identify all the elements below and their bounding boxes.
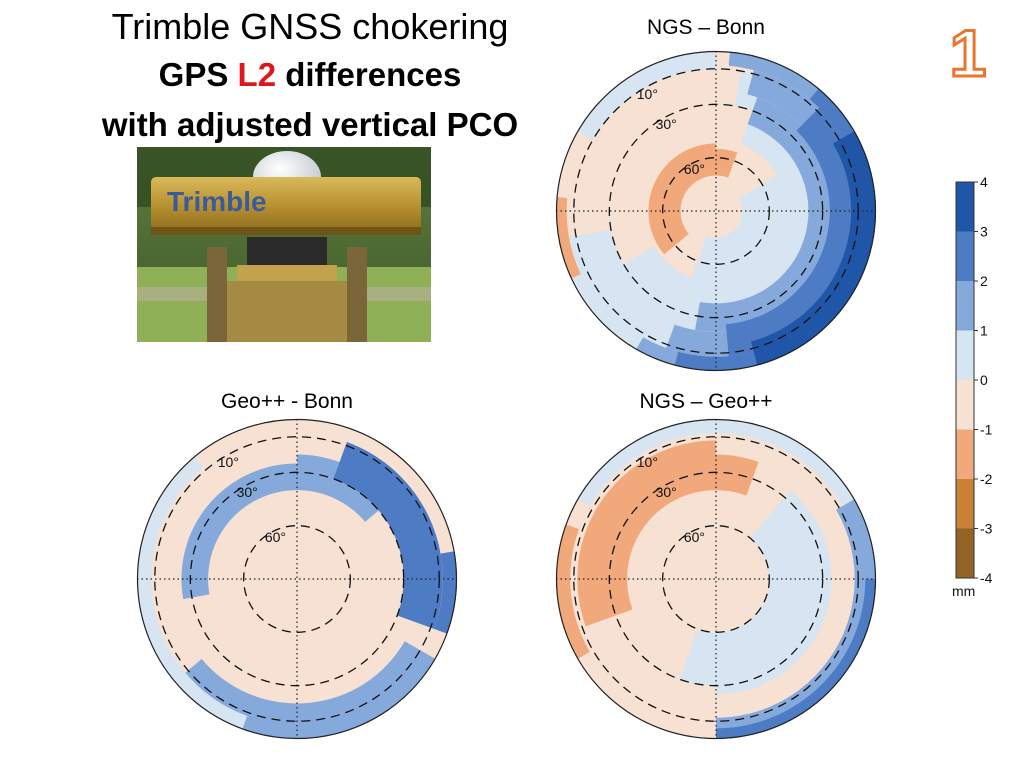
geo-bonn-cell-5 bbox=[433, 551, 457, 634]
colorbar-segment-7 bbox=[956, 528, 974, 578]
trimble-logo-text: Trimble bbox=[167, 186, 267, 217]
ngs-geo-cell-7 bbox=[556, 524, 590, 659]
geo-bonn-ring-60 bbox=[243, 525, 351, 633]
geo-bonn-cell-3 bbox=[297, 454, 393, 522]
ngs-geo-elev-label-10: 10° bbox=[637, 454, 658, 470]
ngs-geo-cell-4 bbox=[558, 597, 716, 739]
colorbar-unit: mm bbox=[952, 583, 975, 599]
title-line-3: with adjusted vertical PCO bbox=[101, 106, 519, 143]
polar-plot-geo-bonn: 10° 30° 60° bbox=[136, 418, 458, 740]
colorbar-tick-label-2: 2 bbox=[980, 273, 988, 289]
colorbar-segment-2 bbox=[956, 281, 974, 331]
ngs-geo-outline bbox=[555, 418, 877, 740]
colorbar-tick-label-4: 0 bbox=[980, 372, 988, 388]
colorbar-segment-0 bbox=[956, 182, 974, 232]
ngs-bonn-cell-5 bbox=[695, 97, 837, 332]
geo-bonn-elev-label-60: 60° bbox=[265, 529, 286, 545]
ngs-bonn-cell-4 bbox=[577, 51, 716, 140]
slide-number-text: 1 bbox=[950, 16, 987, 84]
geo-bonn-elev-label-10: 10° bbox=[218, 454, 239, 470]
colorbar-tick-label-8: -4 bbox=[980, 570, 993, 586]
geo-bonn-outline bbox=[136, 418, 458, 740]
colorbar-tick-label-3: 1 bbox=[980, 323, 988, 339]
geo-bonn-cell-2 bbox=[181, 463, 297, 600]
ngs-bonn-cell-12 bbox=[716, 148, 738, 178]
polar-plot-ngs-bonn: 10° 30° 60° bbox=[555, 50, 877, 372]
ngs-bonn-ring-60 bbox=[662, 157, 770, 265]
geo-bonn-cell-7 bbox=[137, 456, 248, 730]
ngs-bonn-elev-label-60: 60° bbox=[684, 161, 705, 177]
ngs-geo-elev-label-30: 30° bbox=[656, 484, 677, 500]
plot-label-geo-bonn: Geo++ - Bonn bbox=[221, 390, 353, 413]
title-l2-highlight: L2 bbox=[237, 56, 277, 93]
polar-plot-ngs-geo: 10° 30° 60° bbox=[555, 418, 877, 740]
ngs-geo-cell-2 bbox=[661, 499, 876, 739]
title-gps: GPS bbox=[158, 56, 229, 93]
title-line-1: Trimble GNSS chokering bbox=[111, 6, 509, 47]
geo-bonn-cell-4 bbox=[333, 442, 443, 629]
ngs-geo-elev-label-60: 60° bbox=[684, 529, 705, 545]
colorbar-tick-label-1: 3 bbox=[980, 224, 988, 240]
ngs-geo-cell-6 bbox=[716, 454, 759, 496]
title-line-2: GPS L2 differences bbox=[60, 50, 560, 100]
geo-bonn-ring-10 bbox=[154, 436, 440, 722]
ngs-bonn-outline bbox=[555, 50, 877, 372]
slide-number: 1 bbox=[948, 15, 988, 85]
title-differences: differences bbox=[285, 56, 462, 93]
colorbar-tick-label-0: 4 bbox=[980, 174, 988, 190]
ngs-bonn-ring-30 bbox=[608, 103, 824, 319]
geo-bonn-ring-30 bbox=[189, 471, 405, 687]
ngs-bonn-elev-label-10: 10° bbox=[637, 86, 658, 102]
colorbar: 4 3 2 1 0 -1 -2 -3 -4 mm bbox=[952, 174, 993, 599]
colorbar-tick-label-6: -2 bbox=[980, 471, 993, 487]
ngs-geo-ring-10 bbox=[573, 436, 859, 722]
ngs-bonn-elev-label-30: 30° bbox=[656, 116, 677, 132]
ngs-geo-cell-5 bbox=[577, 440, 716, 627]
colorbar-tick-label-5: -1 bbox=[980, 422, 993, 438]
ngs-geo-ring-60 bbox=[662, 525, 770, 633]
geo-bonn-elev-label-30: 30° bbox=[237, 484, 258, 500]
ngs-geo-ring-30 bbox=[608, 471, 824, 687]
colorbar-segment-3 bbox=[956, 330, 974, 380]
colorbar-segment-5 bbox=[956, 429, 974, 479]
ngs-geo-cell-8 bbox=[577, 419, 855, 507]
ngs-bonn-cell-1 bbox=[623, 110, 823, 318]
slide-title: Trimble GNSS chokering GPS L2 difference… bbox=[60, 4, 560, 150]
colorbar-tick-label-7: -3 bbox=[980, 521, 993, 537]
plot-label-ngs-bonn: NGS – Bonn bbox=[647, 16, 765, 39]
colorbar-segment-6 bbox=[956, 479, 974, 529]
ngs-bonn-cell-10 bbox=[750, 131, 876, 366]
colorbar-segment-1 bbox=[956, 231, 974, 281]
ngs-bonn-ring-10 bbox=[573, 68, 859, 354]
colorbar-segment-4 bbox=[956, 380, 974, 430]
ngs-geo-cell-1 bbox=[676, 490, 832, 695]
antenna-photo: Trimble bbox=[137, 147, 431, 342]
ngs-geo-cell-3 bbox=[716, 579, 876, 739]
ngs-bonn-cell-0 bbox=[691, 175, 788, 283]
ngs-bonn-cell-13 bbox=[556, 197, 581, 279]
plot-label-ngs-geo: NGS – Geo++ bbox=[639, 390, 773, 413]
